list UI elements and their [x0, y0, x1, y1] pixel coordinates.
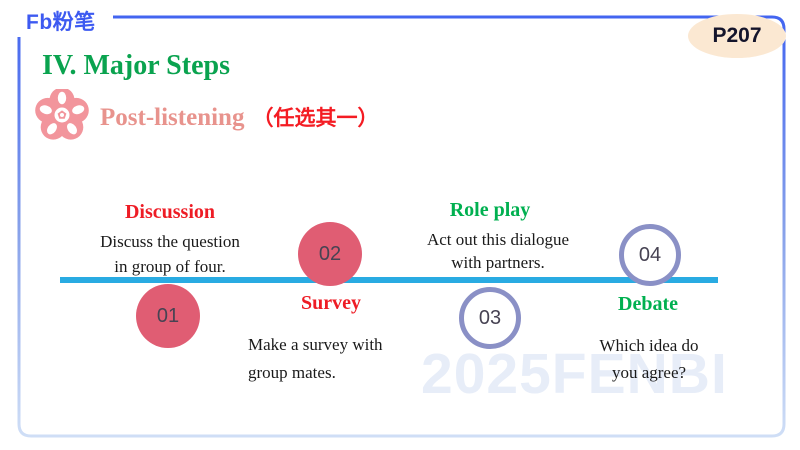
- step-circle-03: 03: [459, 287, 521, 349]
- step-description-debate: Which idea do you agree?: [599, 336, 699, 382]
- slide-title: IV. Major Steps: [42, 50, 230, 81]
- step-circle-04: 04: [619, 224, 681, 286]
- section-heading-english: Post-listening: [100, 104, 245, 131]
- step-label-role-play: Role play: [449, 199, 531, 221]
- step-description-discussion: Discuss the question in group of four.: [100, 232, 240, 276]
- plum-blossom-icon: [35, 89, 89, 140]
- step-circle-01: 01: [136, 284, 200, 348]
- timeline-line: [60, 277, 718, 283]
- step-description-role-play: Act out this dialogue with partners.: [426, 230, 570, 272]
- step-label-debate: Debate: [618, 293, 678, 315]
- step-label-discussion: Discussion: [124, 201, 216, 223]
- section-heading: Post-listening （任选其一）: [100, 102, 378, 132]
- page-number-badge: P207: [688, 14, 786, 58]
- section-heading-chinese: （任选其一）: [252, 107, 379, 130]
- watermark-text: 2025FENBI: [421, 342, 728, 406]
- step-label-survey: Survey: [301, 292, 361, 314]
- step-description-survey: Make a survey with group mates.: [248, 335, 383, 382]
- step-circle-02: 02: [298, 222, 362, 286]
- fenbi-logo: Fb粉笔: [26, 11, 96, 34]
